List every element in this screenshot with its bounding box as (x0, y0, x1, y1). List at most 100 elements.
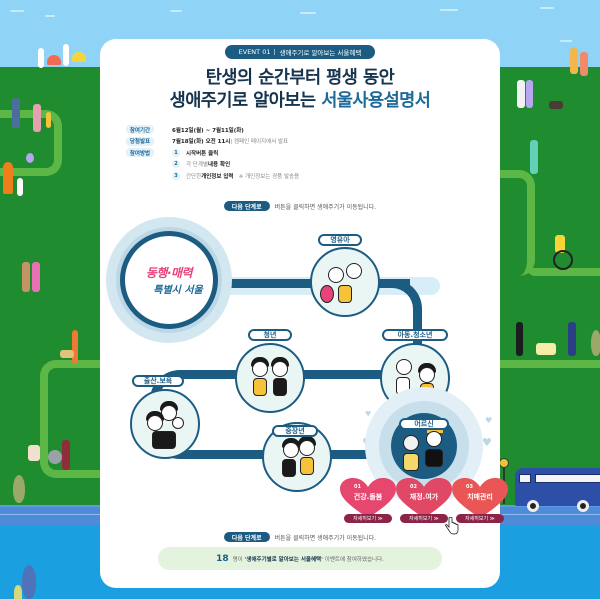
stage-label-middle-age[interactable]: 중장년 (272, 425, 318, 437)
person-with-stroller-figure (63, 44, 69, 66)
stage-label-child-teen[interactable]: 아동.청소년 (382, 329, 448, 341)
person-with-guide-dog-figure (72, 330, 78, 364)
runner-figure (530, 140, 538, 174)
person-kneeling-figure (28, 445, 40, 461)
next-step-button[interactable]: 다음 단계로 (223, 201, 270, 211)
info-row-step3: 3 간단한 개인정보 입력 ※ 개인정보는 경품 발송용 (126, 170, 299, 182)
middle-age-icon (283, 442, 299, 458)
stage-infant[interactable] (310, 247, 380, 317)
woman-figure (22, 262, 30, 292)
middle-age-icon (300, 457, 314, 475)
mother-figure (33, 104, 41, 132)
child-icon (419, 367, 435, 383)
cloud-icon (10, 10, 24, 12)
woman-figure (32, 262, 40, 292)
heart-icon: ♥ (482, 436, 492, 449)
walking-path (490, 170, 535, 276)
tree-icon (13, 475, 25, 503)
info-row-step2: 2 각 단계별 내용 확인 (126, 159, 299, 171)
person-figure (516, 322, 523, 356)
participation-text: 이벤트에 참여하였습니다. (324, 556, 384, 563)
view-details-button[interactable]: 자세히보기 ≫ (344, 514, 392, 523)
parent-icon (147, 415, 163, 431)
child-with-balloon-figure (17, 178, 23, 196)
person-with-stroller-figure (38, 48, 44, 68)
stage-label-infant[interactable]: 영유아 (318, 234, 362, 246)
benefit-number: 02 (410, 484, 417, 490)
step-text-bold: 개인정보 입력 (201, 173, 234, 180)
stage-label-senior[interactable]: 어르신 (399, 418, 449, 430)
period-label: 참여기간 (126, 125, 154, 135)
youth-icon (252, 361, 268, 377)
info-row-period: 참여기간 6월12일(월) ~ 7월11일(화) (126, 124, 299, 136)
stage-youth[interactable] (235, 343, 305, 413)
slogan-line1: 동행·매력 (145, 266, 193, 280)
senior-icon (425, 449, 443, 467)
benefit-card-dementia-care[interactable]: 03 치매관리 자세히보기 ≫ (452, 478, 508, 524)
participation-count-banner: 18 명이 '생애주기별로 알아보는 서울혜택' 이벤트에 참여하였습니다. (158, 547, 442, 570)
bus-window (535, 474, 600, 483)
event-badge: EVENT 01 생애주기로 알아보는 서울혜택 (225, 45, 375, 59)
pointer-hand-icon (445, 517, 459, 535)
benefit-card-finance-leisure[interactable]: 02 재정.여가 자세히보기 ≫ (396, 478, 452, 524)
person-figure (580, 52, 588, 76)
participant-count: 18 (216, 553, 229, 564)
person-walking-dog-figure (517, 80, 525, 108)
child-figure (46, 112, 51, 128)
baby-icon (346, 263, 362, 279)
step-number: 2 (172, 160, 180, 169)
bus-stop-sign-icon (499, 458, 509, 468)
seoul-slogan-circle[interactable]: 동행·매력 특별시 서울 (120, 231, 218, 329)
stroller-icon (72, 52, 86, 62)
stroller-icon (47, 55, 61, 65)
page-title-line1: 탄생의 순간부터 평생 동안 (205, 68, 395, 88)
middle-age-icon (299, 440, 315, 456)
youth-icon (272, 361, 288, 377)
heart-icon: ♥ (485, 416, 493, 425)
step-text: 각 단계별 (186, 162, 208, 169)
view-details-button[interactable]: 자세히보기 ≫ (400, 514, 448, 523)
benefit-label: 재정.여가 (409, 493, 439, 501)
cloud-icon (45, 15, 55, 17)
youth-icon (273, 378, 287, 396)
event-code: EVENT 01 (238, 48, 271, 56)
event-info: 참여기간 6월12일(월) ~ 7월11일(화) 당첨발표 7월18일(화) 오… (126, 124, 299, 182)
tree-icon (591, 330, 600, 356)
stage-label-youth[interactable]: 청년 (248, 329, 292, 341)
cloud-icon (540, 7, 554, 9)
balloon-icon (26, 153, 34, 163)
next-step-button[interactable]: 다음 단계로 (223, 532, 270, 542)
next-step-hint: 다음 단계로 버튼을 클릭하면 생애주기가 이동됩니다. (100, 201, 500, 211)
senior-icon (426, 431, 442, 447)
heart-icon: ♥ (365, 410, 372, 418)
view-details-button[interactable]: 자세히보기 ≫ (456, 514, 504, 523)
step-number: 3 (172, 171, 180, 180)
hint-text: 버튼을 클릭하면 생애주기가 이동됩니다. (274, 203, 377, 211)
baby-icon (338, 285, 352, 303)
step-text-bold: 시작버튼 클릭 (186, 150, 219, 157)
step-note: ※ 개인정보는 경품 발송용 (233, 173, 300, 180)
method-label: 참여방법 (126, 148, 154, 158)
spacer (126, 171, 154, 180)
info-row-method: 참여방법 1 시작버튼 클릭 (126, 147, 299, 159)
step-text: 간단한 (186, 173, 202, 180)
announce-label: 당첨발표 (126, 136, 154, 146)
period-value: 6월12일(월) ~ 7월11일(화) (172, 127, 244, 134)
baby-icon (172, 417, 184, 429)
guide-dog-icon (60, 350, 74, 358)
table-icon (536, 343, 556, 355)
benefit-label: 치매관리 (467, 493, 493, 501)
tree-icon (14, 585, 22, 599)
walking-path (0, 110, 62, 176)
dog-icon (549, 101, 563, 109)
info-row-announce: 당첨발표 7월18일(화) 오전 11시 | 캠페인 페이지에서 발표 (126, 136, 299, 148)
next-step-hint-bottom: 다음 단계로 버튼을 클릭하면 생애주기가 이동됩니다. (100, 532, 500, 542)
youth-icon (253, 378, 267, 396)
benefit-card-health-care[interactable]: 01 건강.돌봄 자세히보기 ≫ (340, 478, 396, 524)
cloud-icon (560, 40, 572, 42)
stage-label-birth-care[interactable]: 출산.보육 (132, 375, 184, 387)
step-text-bold: 내용 확인 (208, 162, 231, 169)
parent-icon (152, 431, 176, 449)
stage-birth-care[interactable] (130, 389, 200, 459)
tree-icon (22, 565, 36, 599)
